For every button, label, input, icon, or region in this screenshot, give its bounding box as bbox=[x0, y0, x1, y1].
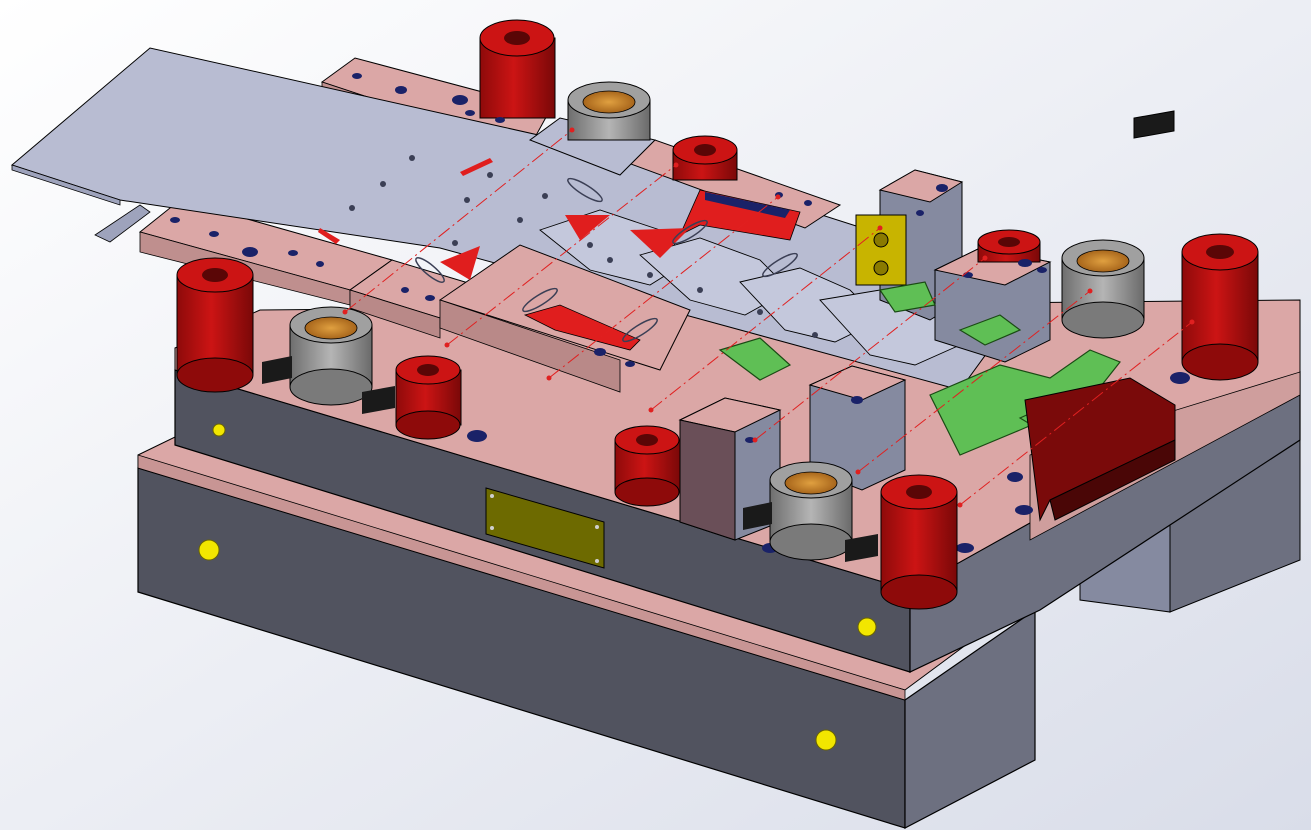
center-points bbox=[342, 127, 1195, 508]
strip-holes bbox=[349, 155, 818, 338]
center-lines bbox=[344, 129, 1193, 506]
dowel-pins bbox=[198, 423, 877, 751]
strip-slots bbox=[415, 177, 798, 343]
die-shoe-holes bbox=[467, 372, 1190, 553]
name-plate bbox=[485, 487, 605, 569]
pilot-marks bbox=[318, 158, 690, 280]
guide-bushings bbox=[262, 81, 1175, 562]
guide-posts bbox=[176, 19, 1259, 610]
scrap-chute bbox=[1024, 377, 1176, 522]
